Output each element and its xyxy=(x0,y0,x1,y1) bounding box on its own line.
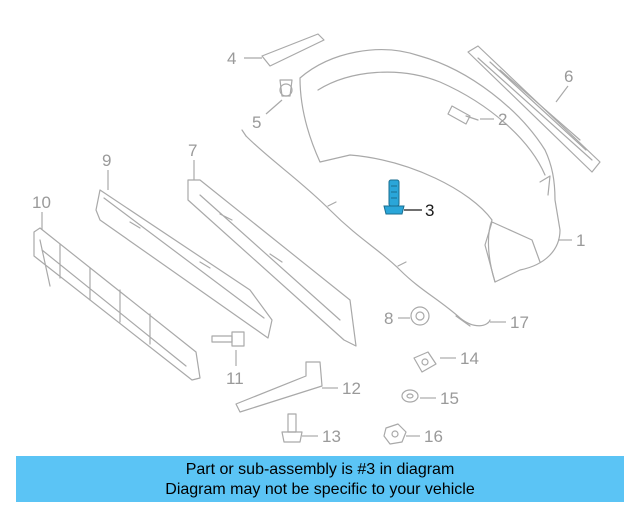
part-2-screw[interactable] xyxy=(447,105,479,125)
bumper-parts-diagram: 4 5 2 6 3 1 9 7 10 11 12 13 8 17 14 15 1… xyxy=(32,33,601,446)
part-14-clip-nut[interactable] xyxy=(413,351,437,373)
part-4-bracket[interactable] xyxy=(261,33,325,67)
callout-7[interactable]: 7 xyxy=(188,141,197,160)
callout-15[interactable]: 15 xyxy=(440,389,459,408)
callout-12[interactable]: 12 xyxy=(342,379,361,398)
part-17-wiring-harness[interactable] xyxy=(241,129,491,327)
part-1-bumper-cover[interactable] xyxy=(299,49,561,283)
part-11-bolt[interactable] xyxy=(211,331,245,347)
callout-8[interactable]: 8 xyxy=(384,309,393,328)
callout-13[interactable]: 13 xyxy=(322,427,341,446)
callout-4[interactable]: 4 xyxy=(227,49,236,68)
leader-5 xyxy=(265,99,283,115)
callout-9[interactable]: 9 xyxy=(102,151,111,170)
leader-6 xyxy=(555,85,569,103)
callout-1[interactable]: 1 xyxy=(576,231,585,250)
callout-14[interactable]: 14 xyxy=(460,349,479,368)
callout-6[interactable]: 6 xyxy=(564,67,573,86)
callout-2[interactable]: 2 xyxy=(498,110,507,129)
info-banner: Part or sub-assembly is #3 in diagram Di… xyxy=(16,456,624,502)
part-6-trim-strip[interactable] xyxy=(467,45,601,173)
part-3-bolt-highlighted[interactable] xyxy=(383,179,405,215)
part-16-nut[interactable] xyxy=(383,423,407,445)
part-13-bolt[interactable] xyxy=(281,413,303,443)
banner-line-disclaimer: Diagram may not be specific to your vehi… xyxy=(165,481,475,498)
callout-17[interactable]: 17 xyxy=(510,313,529,332)
callout-5[interactable]: 5 xyxy=(252,113,261,132)
part-10-energy-absorber[interactable] xyxy=(33,227,201,381)
callout-10[interactable]: 10 xyxy=(32,193,51,212)
part-8-nut[interactable] xyxy=(410,306,430,326)
callout-3[interactable]: 3 xyxy=(425,201,434,220)
callout-16[interactable]: 16 xyxy=(424,427,443,446)
callout-11[interactable]: 11 xyxy=(226,369,244,388)
part-7-support-bracket[interactable] xyxy=(187,179,357,347)
part-9-impact-bracket[interactable] xyxy=(95,189,273,339)
part-15-washer[interactable] xyxy=(401,389,419,403)
part-12-side-bracket[interactable] xyxy=(235,361,323,413)
banner-line-part: Part or sub-assembly is #3 in diagram xyxy=(185,461,455,478)
part-5-clip[interactable] xyxy=(279,79,293,97)
